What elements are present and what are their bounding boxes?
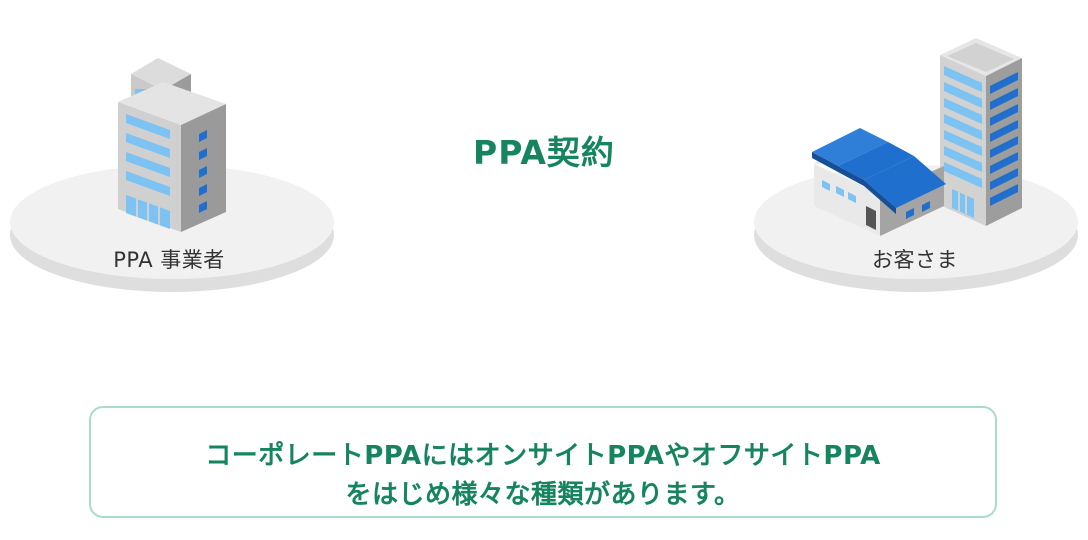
contract-title: PPA契約 [473,133,615,172]
customer-label: お客さま [872,248,958,272]
tower-building-icon [940,38,1022,226]
provider-label: PPA 事業者 [113,248,225,272]
note-line-2: をはじめ様々な種類があります。 [345,480,741,510]
office-building-icon [118,58,226,232]
factory-icon [812,128,946,236]
note-box: コーポレートPPAにはオンサイトPPAやオフサイトPPA をはじめ様々な種類があ… [89,406,997,518]
note-line-1: コーポレートPPAにはオンサイトPPAやオフサイトPPA [205,441,881,471]
